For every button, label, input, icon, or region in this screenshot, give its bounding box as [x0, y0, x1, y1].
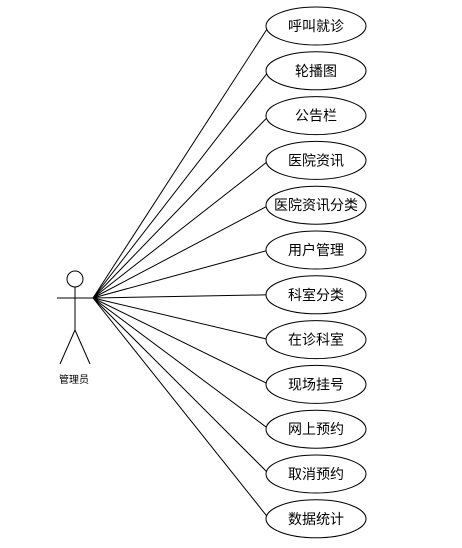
- association-line: [92, 249, 270, 299]
- association-line: [92, 297, 270, 520]
- association-line: [92, 160, 270, 299]
- use-case-label: 用户管理: [288, 242, 344, 259]
- use-case: 科室分类: [265, 275, 367, 315]
- association-line: [92, 115, 270, 299]
- use-case-ellipse: [265, 499, 367, 539]
- use-case: 在诊科室: [265, 320, 367, 360]
- use-case: 数据统计: [265, 499, 367, 539]
- use-case-label: 科室分类: [288, 287, 344, 304]
- use-case-ellipse: [265, 140, 367, 180]
- use-case-label: 医院资讯分类: [274, 198, 358, 214]
- association-line: [92, 297, 270, 430]
- use-case-label: 在诊科室: [288, 332, 344, 349]
- use-case-ellipse: [265, 96, 367, 136]
- association-line: [92, 297, 270, 341]
- use-case: 用户管理: [265, 230, 367, 270]
- use-case: 公告栏: [265, 96, 367, 136]
- use-case: 呼叫就诊: [265, 6, 367, 46]
- use-case: 轮播图: [265, 51, 367, 91]
- use-case-label: 取消预约: [288, 467, 344, 483]
- association-lines: [92, 25, 270, 520]
- association-line: [92, 70, 270, 299]
- actor-right-leg: [74, 329, 91, 365]
- use-case-ellipse: [265, 6, 367, 46]
- actor-left-leg: [59, 329, 76, 365]
- use-case-ellipse: [265, 51, 367, 91]
- actor: 管理员: [57, 270, 93, 386]
- use-case-ellipse: [265, 320, 367, 360]
- association-line: [92, 297, 270, 475]
- association-line: [92, 25, 270, 299]
- use-case-label: 公告栏: [295, 109, 337, 125]
- use-case: 取消预约: [265, 454, 367, 494]
- use-case-ellipse: [265, 185, 367, 225]
- association-line: [92, 204, 270, 299]
- use-case-ellipse: [265, 275, 367, 315]
- use-case-label: 呼叫就诊: [288, 19, 344, 35]
- use-case: 现场挂号: [265, 364, 367, 404]
- use-case-label: 轮播图: [295, 64, 337, 80]
- use-case-label: 数据统计: [288, 512, 344, 528]
- use-case-ellipse: [265, 454, 367, 494]
- actor-label: 管理员: [59, 373, 89, 386]
- use-case: 网上预约: [265, 409, 367, 449]
- use-case-label: 网上预约: [288, 422, 344, 438]
- use-case-ellipse: [265, 409, 367, 449]
- use-case-ellipse: [265, 230, 367, 270]
- association-line: [92, 297, 270, 385]
- use-case-label: 现场挂号: [288, 377, 344, 393]
- association-line: [92, 294, 270, 299]
- use-case: 医院资讯分类: [265, 185, 367, 225]
- actor-head: [66, 270, 84, 288]
- use-cases: 呼叫就诊轮播图公告栏医院资讯医院资讯分类用户管理科室分类在诊科室现场挂号网上预约…: [265, 6, 367, 539]
- use-case-ellipse: [265, 364, 367, 404]
- use-case-label: 医院资讯: [288, 153, 344, 169]
- use-case: 医院资讯: [265, 140, 367, 180]
